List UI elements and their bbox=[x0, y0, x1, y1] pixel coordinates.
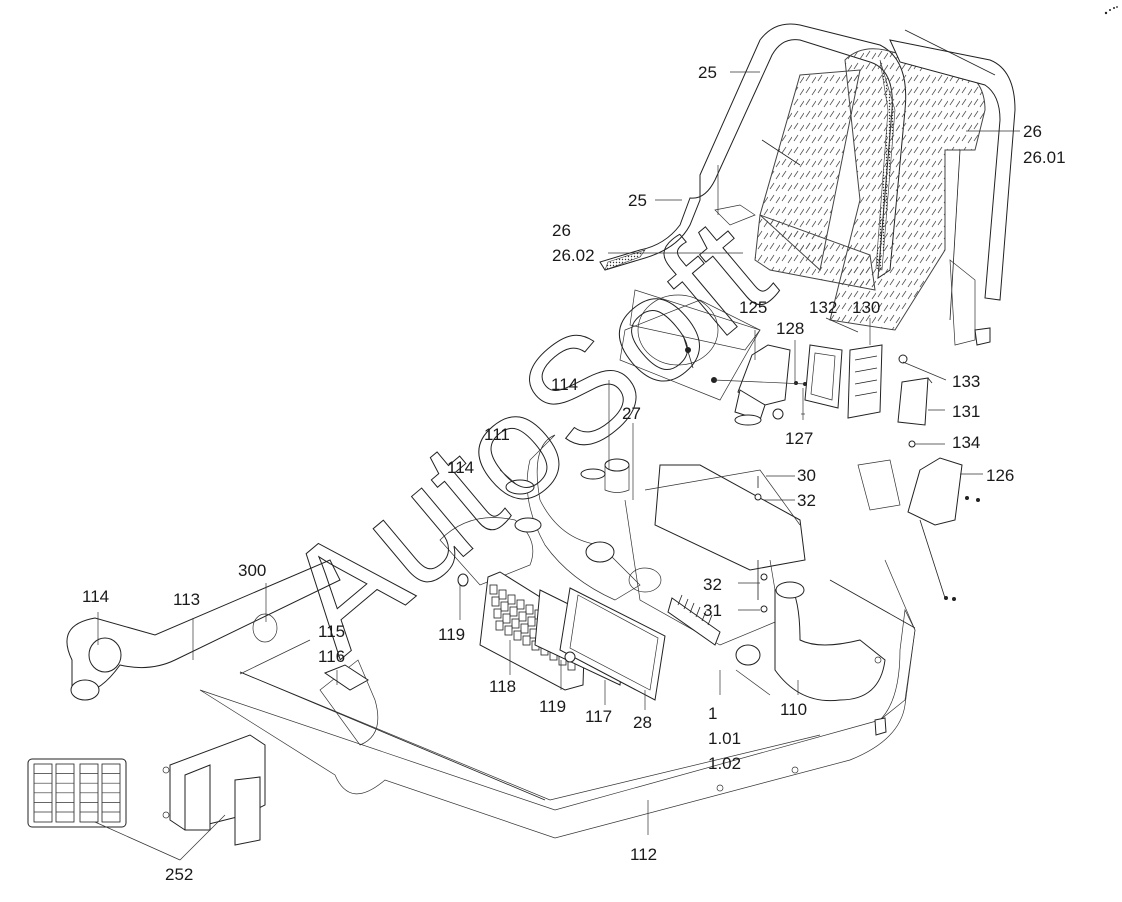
callout-252: 252 bbox=[165, 865, 193, 884]
callout-1: 1 bbox=[708, 704, 717, 723]
grille-cell bbox=[518, 611, 527, 622]
callout-131: 131 bbox=[952, 402, 980, 421]
callout-128: 128 bbox=[776, 319, 804, 338]
callout-27: 27 bbox=[622, 404, 641, 423]
filter-frame-28 bbox=[559, 587, 666, 701]
callout-25: 25 bbox=[628, 191, 647, 210]
grille-cell bbox=[525, 604, 534, 615]
callout-114: 114 bbox=[447, 458, 474, 477]
callout-114: 114 bbox=[551, 375, 578, 394]
rear-panel-insulation-26-02 bbox=[714, 69, 876, 291]
hvac-housing-1 bbox=[624, 464, 806, 666]
filter-131 bbox=[897, 377, 933, 426]
grille-cell bbox=[527, 616, 536, 627]
grille-cell bbox=[507, 594, 516, 605]
callout-125: 125 bbox=[739, 298, 767, 317]
grille-cell bbox=[509, 606, 518, 617]
callout-127: 127 bbox=[785, 429, 813, 448]
callout-132: 132 bbox=[809, 298, 837, 317]
callout-130: 130 bbox=[852, 298, 880, 317]
grille-cell bbox=[495, 620, 504, 631]
callout-110: 110 bbox=[780, 700, 807, 719]
grille-cell bbox=[500, 601, 509, 612]
callout-1-01: 1.01 bbox=[708, 729, 741, 748]
duct-113 bbox=[66, 559, 341, 701]
callout-116: 116 bbox=[318, 647, 345, 666]
callout-114: 114 bbox=[82, 587, 109, 606]
callout-119: 119 bbox=[539, 697, 566, 716]
leader-lines bbox=[94, 71, 1020, 861]
callout-134: 134 bbox=[952, 433, 980, 452]
callout-labels: 25 25 26 26.01 26 26.02 125 128 132 130 … bbox=[82, 63, 1066, 884]
grille-cell bbox=[489, 584, 498, 595]
relay-block-252 bbox=[162, 734, 266, 846]
grille-cell bbox=[498, 589, 507, 600]
grille-cell bbox=[513, 630, 522, 641]
duct-112 bbox=[199, 519, 956, 839]
grommet-119 bbox=[564, 651, 576, 663]
duct-114 bbox=[439, 479, 542, 587]
filter-frame-132 bbox=[804, 344, 843, 409]
duct-110 bbox=[774, 581, 886, 702]
callout-112: 112 bbox=[630, 845, 657, 864]
callout-126: 126 bbox=[986, 466, 1014, 485]
back-plate bbox=[619, 289, 761, 401]
callout-300: 300 bbox=[238, 561, 266, 580]
grille-cell bbox=[502, 613, 511, 624]
callout-118: 118 bbox=[489, 677, 516, 696]
callout-28: 28 bbox=[633, 713, 652, 732]
callout-26-01: 26.01 bbox=[1023, 148, 1066, 167]
callout-117: 117 bbox=[585, 707, 612, 726]
grille-cell bbox=[520, 623, 529, 634]
callout-1-02: 1.02 bbox=[708, 754, 741, 773]
callout-31: 31 bbox=[703, 601, 722, 620]
vent-outlet-126 bbox=[857, 457, 980, 526]
callout-25: 25 bbox=[698, 63, 717, 82]
corner-mark bbox=[1104, 6, 1118, 15]
callout-113: 113 bbox=[173, 590, 200, 609]
callout-119: 119 bbox=[438, 625, 465, 644]
callout-133: 133 bbox=[952, 372, 980, 391]
grille-cell bbox=[522, 635, 531, 646]
grille-cell bbox=[516, 599, 525, 610]
callout-115: 115 bbox=[318, 622, 345, 641]
vent-outlet-125 bbox=[734, 344, 791, 426]
grille-130 bbox=[847, 344, 883, 419]
grille-cell bbox=[511, 618, 520, 629]
callout-32: 32 bbox=[703, 575, 722, 594]
callout-26: 26 bbox=[1023, 122, 1042, 141]
callout-32: 32 bbox=[797, 491, 816, 510]
grille-cell bbox=[493, 608, 502, 619]
grille-cell bbox=[504, 625, 513, 636]
callout-111: 111 bbox=[484, 425, 510, 444]
callout-26-02: 26.02 bbox=[552, 246, 595, 265]
duct-111 bbox=[526, 434, 662, 601]
fuse-panel-252 bbox=[27, 758, 127, 828]
grille-cell bbox=[491, 596, 500, 607]
callout-30: 30 bbox=[797, 466, 816, 485]
callout-26: 26 bbox=[552, 221, 571, 240]
